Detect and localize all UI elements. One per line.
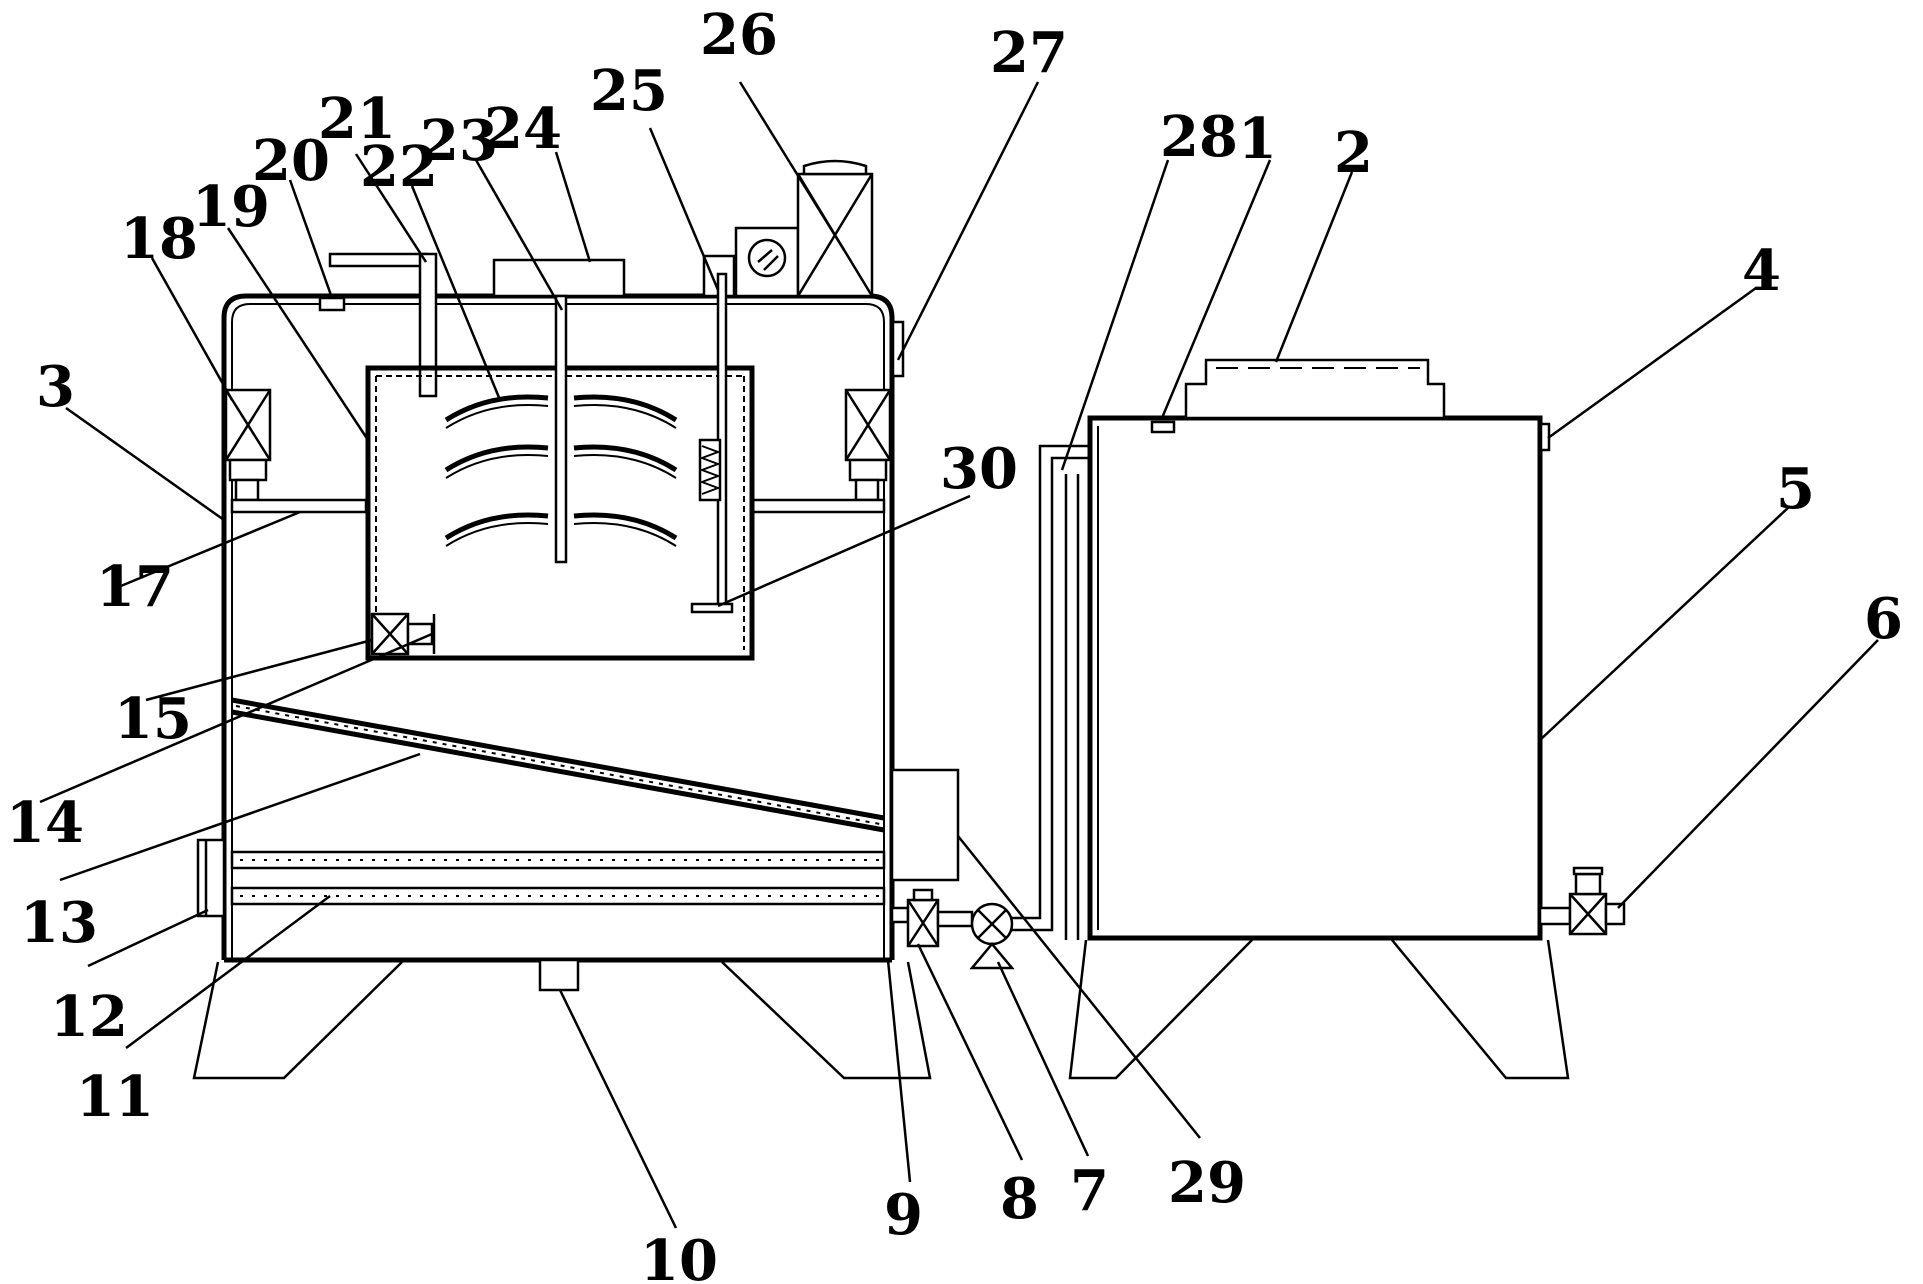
label-17: 17 xyxy=(96,554,174,620)
label-10: 10 xyxy=(640,1228,718,1284)
support-bar xyxy=(230,498,886,514)
label-8: 8 xyxy=(1000,1166,1039,1232)
label-13: 13 xyxy=(20,890,98,956)
label-25: 25 xyxy=(590,58,668,124)
label-15: 15 xyxy=(114,686,192,752)
right-tank xyxy=(1087,358,1626,941)
label-6: 6 xyxy=(1864,586,1903,652)
label-22: 22 xyxy=(360,134,438,200)
side-box xyxy=(890,768,960,882)
label-9: 9 xyxy=(884,1182,923,1248)
label-19: 19 xyxy=(192,174,270,240)
side-motors xyxy=(224,388,892,502)
drain-outlet xyxy=(538,958,580,992)
label-29: 29 xyxy=(1168,1150,1246,1216)
inner-basket xyxy=(365,272,755,661)
leader-lines xyxy=(39,81,1879,1229)
part-labels: 1 2 3 4 5 6 7 8 9 10 11 12 13 14 15 17 1… xyxy=(6,2,1903,1284)
label-28: 28 xyxy=(1160,104,1238,170)
label-30: 30 xyxy=(940,436,1018,502)
label-23: 23 xyxy=(420,108,498,174)
left-tank-legs xyxy=(192,961,932,1080)
label-7: 7 xyxy=(1070,1158,1109,1224)
label-26: 26 xyxy=(700,2,778,68)
label-27: 27 xyxy=(990,20,1068,86)
label-12: 12 xyxy=(50,984,128,1050)
inclined-screen xyxy=(231,697,885,833)
label-3: 3 xyxy=(36,354,75,420)
label-1: 1 xyxy=(1238,106,1277,172)
label-14: 14 xyxy=(6,790,84,856)
label-2: 2 xyxy=(1334,120,1373,186)
filter-layers xyxy=(196,838,886,918)
label-4: 4 xyxy=(1742,238,1781,304)
label-5: 5 xyxy=(1776,456,1815,522)
pump-line xyxy=(890,444,1090,970)
right-tank-legs xyxy=(1068,939,1570,1080)
label-11: 11 xyxy=(76,1064,154,1130)
label-18: 18 xyxy=(120,206,198,272)
label-20: 20 xyxy=(252,128,330,194)
label-21: 21 xyxy=(318,86,396,152)
label-24: 24 xyxy=(484,96,562,162)
